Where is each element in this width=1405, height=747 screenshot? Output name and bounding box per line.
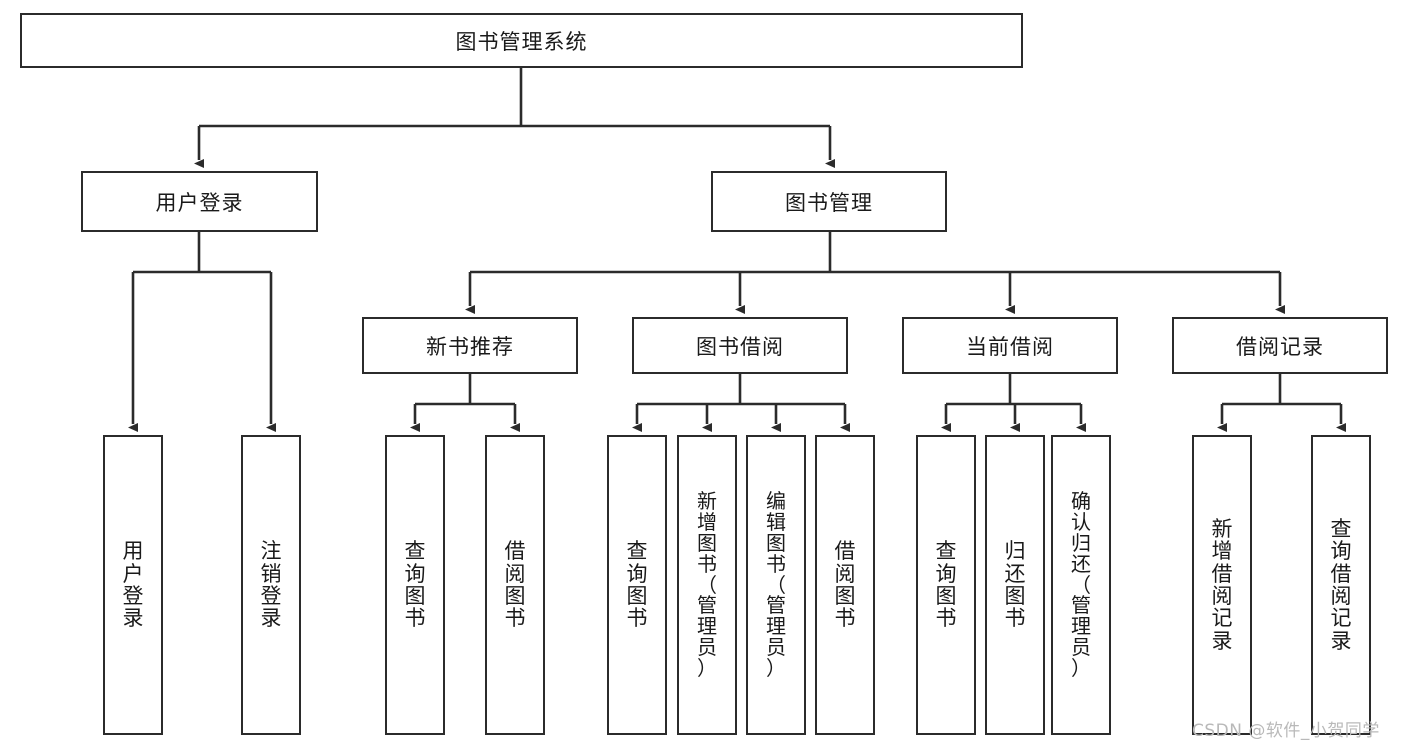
node-book-borrow[interactable]: 图书借阅 — [632, 317, 848, 374]
node-label: 新 增 借 阅 记 录 — [1211, 517, 1233, 653]
node-label: 确 认 归 还 （ 管 理 员 ） — [1071, 489, 1091, 680]
node-leaf-query-book-1[interactable]: 查 询 图 书 — [385, 435, 445, 735]
node-leaf-query-book-3[interactable]: 查 询 图 书 — [916, 435, 976, 735]
node-label: 查 询 图 书 — [404, 539, 426, 631]
node-label: 查 询 借 阅 记 录 — [1330, 517, 1352, 653]
node-label: 归 还 图 书 — [1004, 539, 1026, 631]
node-label: 新 增 图 书 （ 管 理 员 ） — [697, 489, 717, 680]
node-leaf-query-book-2[interactable]: 查 询 图 书 — [607, 435, 667, 735]
node-borrow-record[interactable]: 借阅记录 — [1172, 317, 1388, 374]
node-label: 图书借阅 — [696, 334, 784, 359]
node-label: 新书推荐 — [426, 334, 514, 359]
node-label: 查 询 图 书 — [626, 539, 648, 631]
node-label: 借 阅 图 书 — [834, 539, 856, 631]
node-label: 用户登录 — [155, 190, 244, 215]
node-leaf-borrow-book-1[interactable]: 借 阅 图 书 — [485, 435, 545, 735]
node-leaf-return-book[interactable]: 归 还 图 书 — [985, 435, 1045, 735]
node-label: 注 销 登 录 — [260, 539, 282, 631]
node-leaf-query-borrow-record[interactable]: 查 询 借 阅 记 录 — [1311, 435, 1371, 735]
node-book-management-system[interactable]: 图书管理系统 — [20, 13, 1023, 68]
node-book-management[interactable]: 图书管理 — [711, 171, 947, 232]
node-leaf-add-borrow-record[interactable]: 新 增 借 阅 记 录 — [1192, 435, 1252, 735]
node-label: 图书管理系统 — [455, 29, 588, 54]
node-new-book-recommend[interactable]: 新书推荐 — [362, 317, 578, 374]
csdn-watermark: CSDN @软件_小贺同学 — [1192, 721, 1380, 741]
node-leaf-logout[interactable]: 注 销 登 录 — [241, 435, 301, 735]
node-leaf-edit-book-admin[interactable]: 编 辑 图 书 （ 管 理 员 ） — [746, 435, 806, 735]
node-label: 用 户 登 录 — [122, 539, 144, 631]
node-current-borrow[interactable]: 当前借阅 — [902, 317, 1118, 374]
node-label: 图书管理 — [785, 190, 873, 215]
node-leaf-add-book-admin[interactable]: 新 增 图 书 （ 管 理 员 ） — [677, 435, 737, 735]
node-label: 当前借阅 — [966, 334, 1054, 359]
node-label: 借 阅 图 书 — [504, 539, 526, 631]
node-leaf-confirm-return-admin[interactable]: 确 认 归 还 （ 管 理 员 ） — [1051, 435, 1111, 735]
node-label: 查 询 图 书 — [935, 539, 957, 631]
node-label: 借阅记录 — [1236, 334, 1324, 359]
node-label: 编 辑 图 书 （ 管 理 员 ） — [766, 489, 786, 680]
node-user-login[interactable]: 用户登录 — [81, 171, 318, 232]
node-leaf-borrow-book-2[interactable]: 借 阅 图 书 — [815, 435, 875, 735]
node-leaf-user-login[interactable]: 用 户 登 录 — [103, 435, 163, 735]
